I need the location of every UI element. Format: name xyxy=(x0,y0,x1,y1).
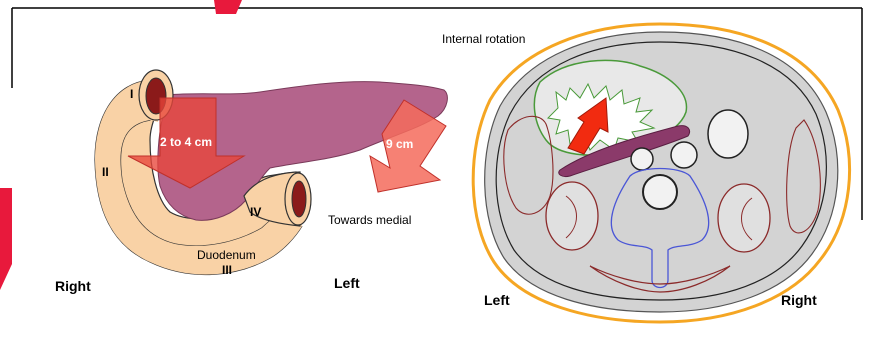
label-part-iii: III xyxy=(222,263,232,277)
duodenum-cross-section xyxy=(708,110,748,158)
label-internal-rotation: Internal rotation xyxy=(442,32,525,46)
label-left-panel-right: Right xyxy=(55,278,91,294)
label-right-panel-left: Left xyxy=(484,292,510,308)
left-slash-decoration xyxy=(0,188,12,290)
label-right-panel-right: Right xyxy=(781,292,817,308)
label-part-i: I xyxy=(130,87,133,101)
label-left-panel-left: Left xyxy=(334,275,360,291)
label-duodenum: Duodenum xyxy=(197,248,256,262)
label-towards-medial: Towards medial xyxy=(328,213,411,227)
label-part-iv: IV xyxy=(250,205,261,219)
kidney-left xyxy=(546,182,598,250)
vertebral-body xyxy=(643,175,677,209)
kidney-right xyxy=(718,184,770,252)
axial-cross-section: Internal rotation Left Right xyxy=(442,24,850,322)
vessel-right xyxy=(671,142,697,168)
label-part-ii: II xyxy=(102,165,109,179)
label-distance-head: 2 to 4 cm xyxy=(160,135,212,149)
vessel-left xyxy=(631,148,653,170)
duodenum-part-iv-lumen xyxy=(292,181,306,217)
label-distance-tail: 9 cm xyxy=(386,137,413,151)
top-slash-decoration xyxy=(214,0,242,14)
duodenum-pancreas-diagram: I II III IV Duodenum 2 to 4 cm 9 cm Towa… xyxy=(55,70,447,294)
